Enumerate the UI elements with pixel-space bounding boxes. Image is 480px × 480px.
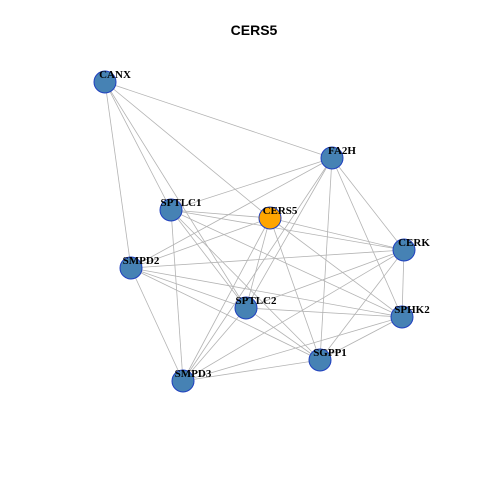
edge-canx-smpd2 bbox=[104, 81, 132, 269]
node-cers5[interactable] bbox=[258, 206, 282, 230]
node-label-sgpp1: SGPP1 bbox=[313, 347, 347, 359]
node-sphk2[interactable] bbox=[390, 305, 414, 329]
edge-sphk2-smpd3 bbox=[182, 316, 403, 382]
edge-cerk-sgpp1 bbox=[319, 249, 405, 361]
node-layer bbox=[93, 70, 416, 393]
node-cerk[interactable] bbox=[392, 238, 416, 262]
node-label-cers5: CERS5 bbox=[263, 205, 298, 217]
edge-sptlc2-sgpp1 bbox=[245, 307, 321, 361]
edge-cers5-sphk2 bbox=[269, 217, 403, 318]
edge-sptlc2-sphk2 bbox=[245, 307, 403, 318]
node-sgpp1[interactable] bbox=[308, 348, 332, 372]
node-canx[interactable] bbox=[93, 70, 117, 94]
edge-cers5-smpd3 bbox=[182, 217, 271, 382]
node-smpd3[interactable] bbox=[171, 369, 195, 393]
edge-sgpp1-smpd3 bbox=[182, 359, 321, 382]
node-label-cerk: CERK bbox=[398, 237, 430, 249]
edge-canx-sptlc2 bbox=[104, 81, 247, 309]
edge-fa2h-sptlc1 bbox=[170, 157, 333, 211]
edge-cers5-cerk bbox=[269, 217, 405, 251]
node-sptlc2[interactable] bbox=[234, 296, 258, 320]
node-label-smpd3: SMPD3 bbox=[175, 368, 212, 380]
edge-layer bbox=[104, 81, 405, 382]
edge-smpd2-cerk bbox=[130, 249, 405, 269]
edge-cerk-smpd3 bbox=[182, 249, 405, 382]
edge-canx-fa2h bbox=[104, 81, 333, 159]
edge-fa2h-cerk bbox=[331, 157, 405, 251]
edge-fa2h-sptlc2 bbox=[245, 157, 333, 309]
edge-cers5-sgpp1 bbox=[269, 217, 321, 361]
edge-sptlc1-cerk bbox=[170, 209, 405, 251]
edge-fa2h-sphk2 bbox=[331, 157, 403, 318]
node-label-fa2h: FA2H bbox=[328, 145, 356, 157]
edge-smpd2-sptlc2 bbox=[130, 267, 247, 309]
edge-sptlc1-sgpp1 bbox=[170, 209, 321, 361]
edge-canx-sptlc1 bbox=[104, 81, 172, 211]
edge-smpd2-sphk2 bbox=[130, 267, 403, 318]
node-label-sphk2: SPHK2 bbox=[394, 304, 430, 316]
node-sptlc1[interactable] bbox=[159, 198, 183, 222]
edge-sptlc1-sphk2 bbox=[170, 209, 403, 318]
node-fa2h[interactable] bbox=[320, 146, 344, 170]
edge-smpd2-sgpp1 bbox=[130, 267, 321, 361]
edge-sptlc2-cerk bbox=[245, 249, 405, 309]
graph-title: CERS5 bbox=[231, 22, 278, 38]
edge-sphk2-sgpp1 bbox=[319, 316, 403, 361]
edge-canx-cers5 bbox=[104, 81, 271, 219]
node-smpd2[interactable] bbox=[119, 256, 143, 280]
edge-sptlc1-cers5 bbox=[170, 209, 271, 219]
node-label-canx: CANX bbox=[99, 69, 131, 81]
edge-smpd2-smpd3 bbox=[130, 267, 184, 382]
node-label-sptlc2: SPTLC2 bbox=[236, 295, 277, 307]
edge-fa2h-smpd3 bbox=[182, 157, 333, 382]
edge-sptlc1-smpd3 bbox=[170, 209, 184, 382]
edge-sptlc1-sptlc2 bbox=[170, 209, 247, 309]
edge-fa2h-smpd2 bbox=[130, 157, 333, 269]
edge-fa2h-sgpp1 bbox=[319, 157, 333, 361]
node-label-sptlc1: SPTLC1 bbox=[161, 197, 202, 209]
edge-sptlc2-smpd3 bbox=[182, 307, 247, 382]
edge-cers5-smpd2 bbox=[130, 217, 271, 269]
edge-cers5-sptlc2 bbox=[245, 217, 271, 309]
node-label-smpd2: SMPD2 bbox=[123, 255, 160, 267]
